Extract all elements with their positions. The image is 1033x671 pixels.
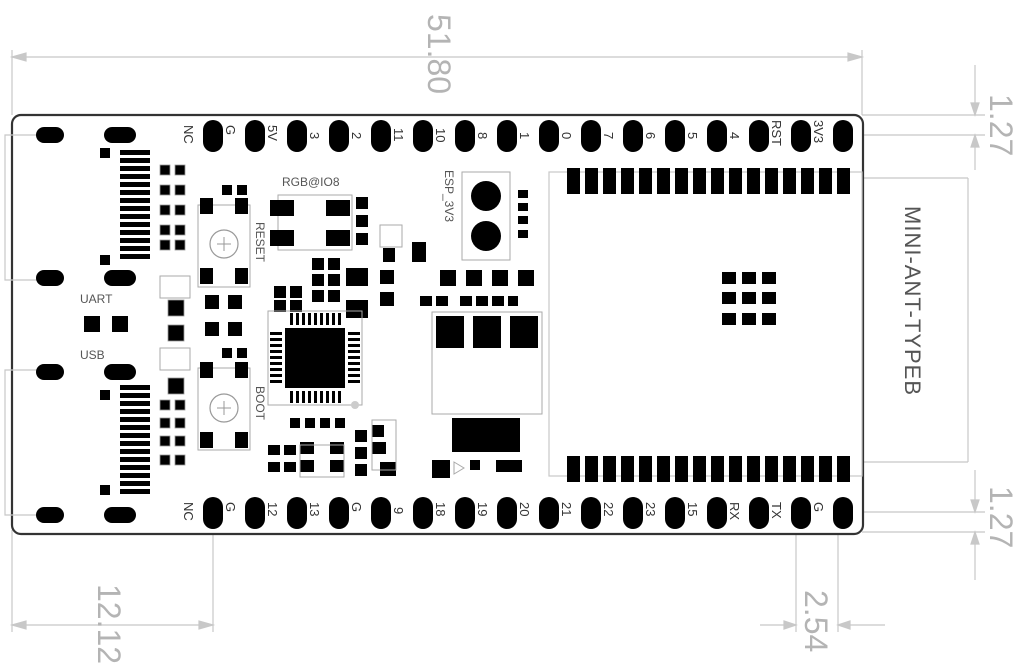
bottom-pin-label: G (811, 502, 826, 512)
rgb-label: RGB@IO8 (282, 175, 340, 189)
usb-connector-outlines (4, 134, 50, 516)
bottom-pin-label: G (223, 502, 238, 512)
dim-width-label: 51.80 (421, 14, 457, 94)
dim-left-offset-label: 12.12 (91, 584, 127, 664)
bottom-pin-label: G (349, 502, 364, 512)
bottom-pin-labels: NC G 12 13 G 9 18 19 20 21 22 23 15 RX T… (181, 502, 826, 521)
top-pin-label: 5 (685, 132, 700, 139)
lower-mid-parts (268, 418, 397, 478)
top-header-pins (203, 120, 853, 152)
mcu-chip (267, 310, 363, 409)
top-pin-label: 6 (643, 132, 658, 139)
bottom-pin-label: 12 (265, 502, 280, 516)
top-pin-label: 0 (559, 132, 574, 139)
regulator-parts (420, 270, 534, 306)
boot-label: BOOT (253, 386, 267, 421)
top-pin-label: 1 (517, 132, 532, 139)
top-pin-label: 8 (475, 132, 490, 139)
top-pin-label: 3 (307, 132, 322, 139)
bottom-header-pins (203, 497, 853, 529)
dim-pitch-bottom-label: 1.27 (983, 486, 1019, 548)
bottom-pin-label: 18 (433, 502, 448, 516)
top-pin-label: 3V3 (811, 120, 826, 143)
bottom-pin-label: 13 (307, 502, 322, 516)
top-pin-label: 7 (601, 132, 616, 139)
esp-module (548, 168, 863, 482)
usb-signal-pads (100, 148, 150, 495)
bottom-pin-label: NC (181, 502, 196, 521)
bottom-pin-label: 23 (643, 502, 658, 516)
reset-button[interactable] (197, 198, 251, 288)
rgb-side-parts (274, 197, 426, 318)
bottom-pin-label: RX (727, 502, 742, 520)
mid-passives (205, 185, 247, 358)
bottom-pin-label: 19 (475, 502, 490, 516)
passive-outlines (159, 275, 191, 371)
module-thermal-pads (722, 272, 776, 325)
top-pin-labels: NC G 5V 3 2 11 10 8 1 0 7 6 5 4 RST 3V3 (181, 120, 826, 146)
passive-components (159, 164, 186, 466)
bottom-pin-label: 20 (517, 502, 532, 516)
top-pin-label: NC (181, 125, 196, 144)
dimension-lines (9, 50, 985, 632)
dim-pin-spacing-label: 2.54 (798, 590, 834, 652)
top-pin-label: 2 (349, 132, 364, 139)
dim-pitch-top-label: 1.27 (983, 94, 1019, 156)
uart-label: UART (80, 292, 113, 306)
module-name-label: MINI-ANT-TYPEB (900, 206, 925, 396)
reset-label: RESET (253, 222, 267, 263)
top-pin-label: 10 (433, 128, 448, 142)
module-bottom-pads (567, 456, 850, 482)
esp-3v3-label: ESP_3V3 (442, 170, 456, 222)
top-pin-label: G (223, 125, 238, 135)
ldo-regulator (431, 311, 543, 478)
boot-button[interactable] (197, 362, 251, 451)
bottom-pin-label: TX (769, 502, 784, 519)
top-pin-label: 5V (265, 125, 280, 141)
bottom-pin-label: 9 (391, 507, 406, 514)
top-pin-label: 11 (391, 128, 406, 142)
bottom-pin-label: 15 (685, 502, 700, 516)
module-top-pads (567, 168, 850, 194)
top-pin-label: 4 (727, 132, 742, 139)
rgb-led (270, 194, 353, 251)
usb-label: USB (80, 348, 105, 362)
uart-pads (84, 316, 128, 332)
bottom-pin-label: 21 (559, 502, 574, 516)
top-pin-label: RST (769, 120, 784, 146)
usb-mount-pads (36, 127, 136, 523)
bottom-pin-label: 22 (601, 502, 616, 516)
esp-3v3-jumper (461, 171, 528, 261)
